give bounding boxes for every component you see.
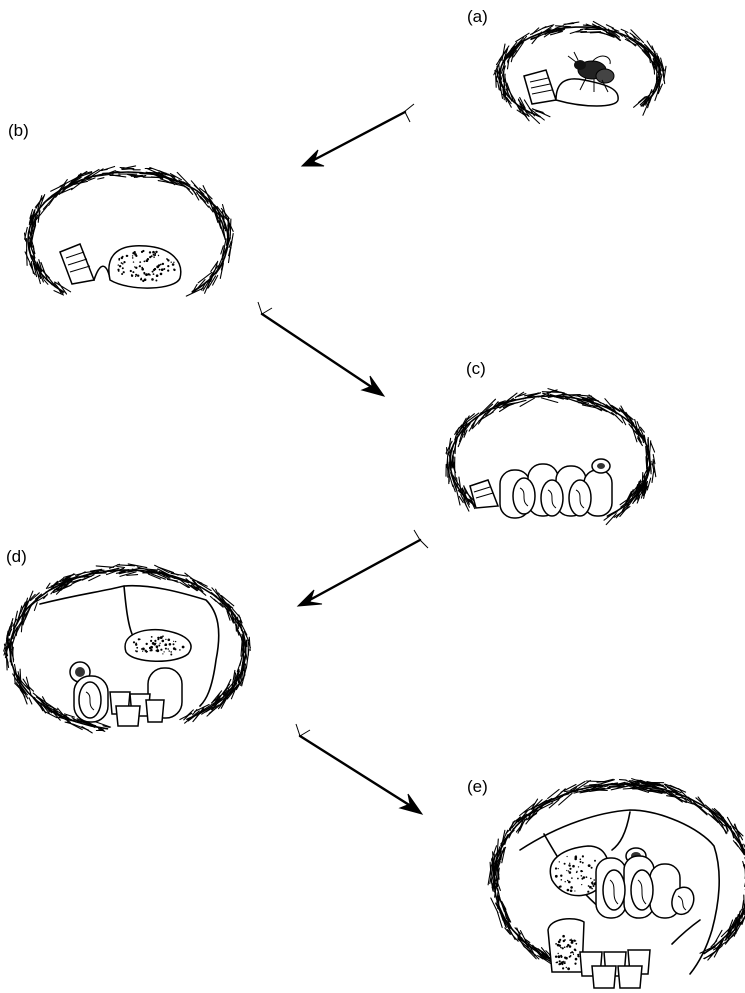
nest-stage-b <box>25 166 234 296</box>
panel-label-d: (d) <box>6 548 27 565</box>
cocoon-cluster-c <box>500 459 612 518</box>
panel-label-b: (b) <box>8 122 29 139</box>
arrow-c-to-d <box>298 530 428 606</box>
arrow-a-to-b <box>302 104 414 166</box>
arrow-b-to-c <box>258 302 384 396</box>
wax-sheet-c <box>470 480 498 508</box>
wax-sheet-b <box>60 244 94 284</box>
nest-stage-c <box>446 389 656 525</box>
honey-pots-e <box>548 919 650 988</box>
nest-stage-a <box>494 22 666 124</box>
panel-label-a: (a) <box>467 8 488 25</box>
pollen-lump-d <box>125 630 191 662</box>
nest-stage-d <box>4 564 251 733</box>
nest-stage-e <box>488 779 745 988</box>
panel-label-e: (e) <box>467 778 488 795</box>
cocoon-cluster-e <box>596 856 694 918</box>
panel-label-c: (c) <box>466 360 486 377</box>
wax-sheet-a <box>524 70 556 104</box>
pollen-lump-a <box>556 79 618 106</box>
arrow-d-to-e <box>296 724 422 814</box>
